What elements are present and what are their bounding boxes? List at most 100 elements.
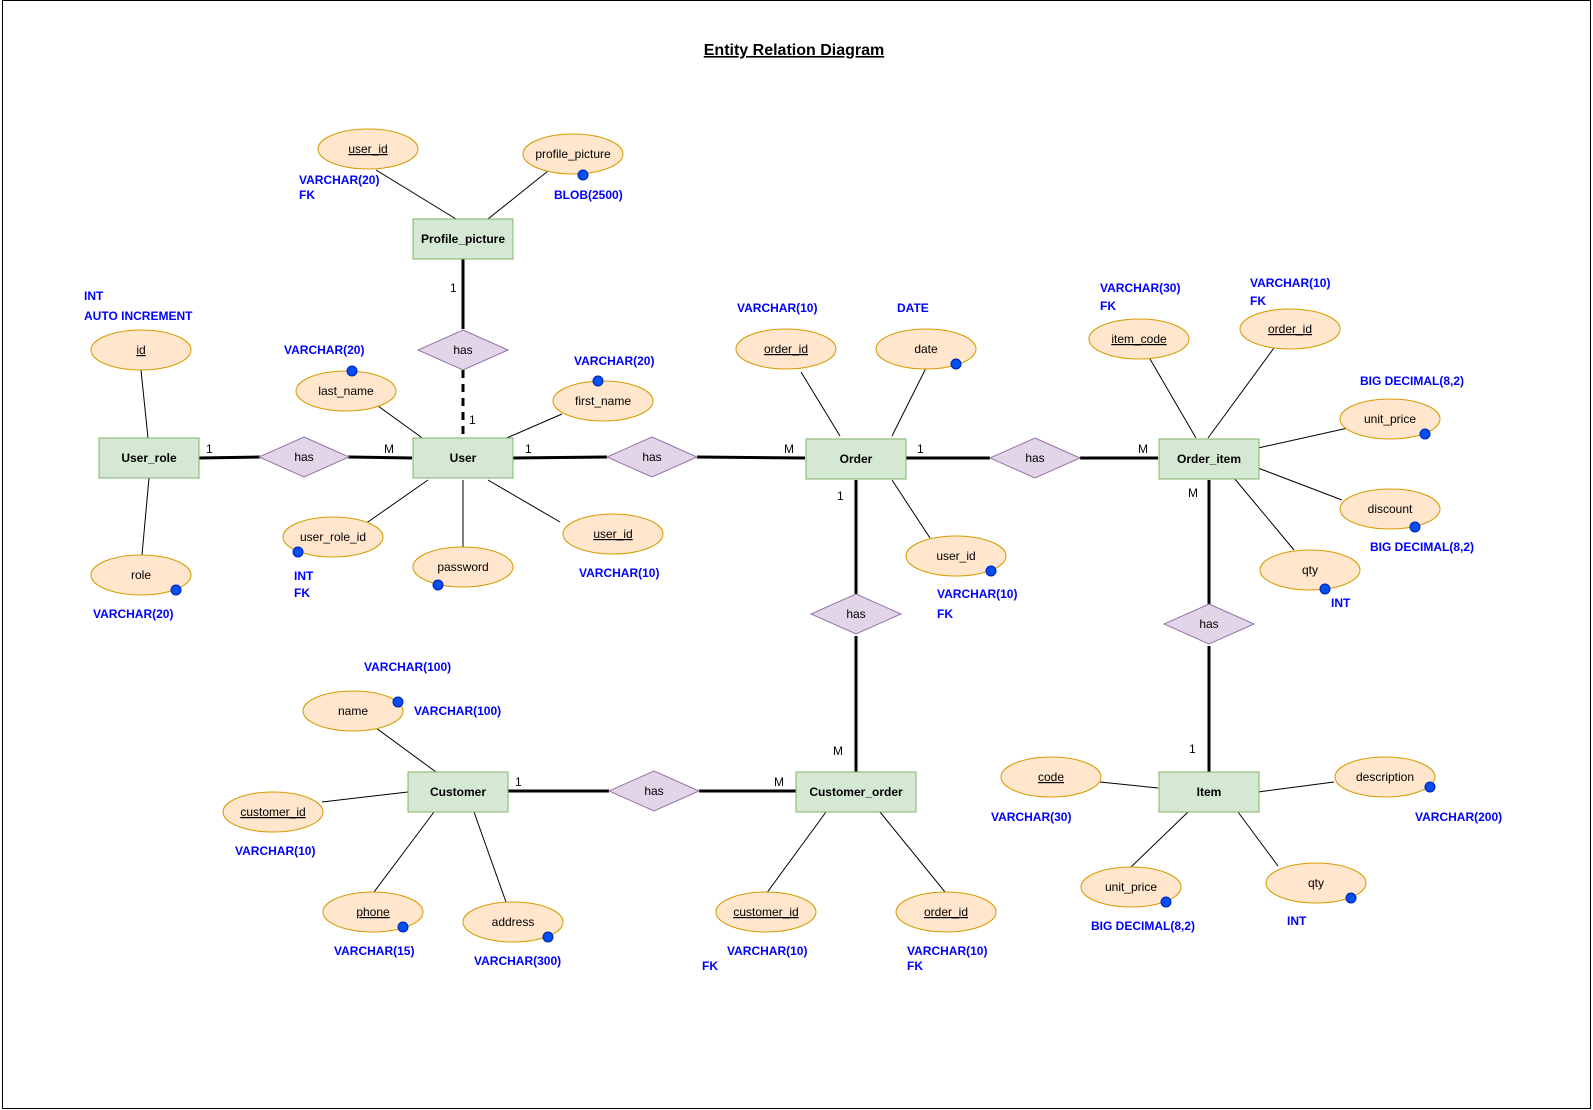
attribute-ellipse — [302, 690, 404, 732]
optional-marker-dot — [1160, 896, 1172, 908]
attribute-label: date — [914, 342, 938, 356]
attribute-ellipse — [1259, 549, 1361, 591]
type-label: FK — [937, 607, 953, 621]
attribute-label: order_id — [764, 342, 808, 356]
attribute-i-description[interactable]: description — [1334, 756, 1436, 798]
attribute-ellipse — [1339, 398, 1441, 440]
line-user-has — [512, 455, 608, 460]
attribute-oi-order-id[interactable]: order_id — [1239, 308, 1341, 350]
type-label: VARCHAR(30) — [991, 810, 1071, 824]
line-pp-user-id — [375, 169, 457, 220]
entity-label: Order — [840, 452, 873, 466]
line-co-order-id — [879, 811, 946, 893]
attribute-label: order_id — [1268, 322, 1312, 336]
attribute-ellipse — [1080, 866, 1182, 908]
attribute-u-user-id[interactable]: user_id — [562, 513, 664, 555]
entity-box — [412, 437, 514, 479]
connector-lines — [140, 169, 1349, 903]
attribute-i-unit-price[interactable]: unit_price — [1080, 866, 1182, 908]
attribute-co-order-id[interactable]: order_id — [895, 891, 997, 933]
attribute-c-phone[interactable]: phone — [322, 891, 424, 933]
attribute-label: qty — [1302, 563, 1318, 577]
relationship-diamond — [1162, 603, 1256, 645]
attribute-o-user-id[interactable]: user_id — [905, 535, 1007, 577]
attribute-label: customer_id — [240, 805, 305, 819]
attribute-co-customer-id[interactable]: customer_id — [715, 891, 817, 933]
line-u-user-role-id — [364, 479, 429, 525]
entity-user-role[interactable]: User_role — [98, 437, 200, 479]
relationship-diamond — [257, 436, 351, 478]
relationship-orderitem-item[interactable]: has — [1162, 603, 1256, 645]
attribute-ellipse — [522, 133, 624, 175]
line-o-date — [891, 367, 927, 437]
attribute-i-code[interactable]: code — [1000, 756, 1102, 798]
optional-marker-dot — [985, 565, 997, 577]
entity-item[interactable]: Item — [1158, 771, 1260, 813]
optional-marker-dot — [1345, 892, 1357, 904]
attribute-ellipse — [1239, 308, 1341, 350]
optional-marker-dot — [1319, 583, 1331, 595]
line-i-code — [1099, 781, 1159, 789]
entity-customer-order[interactable]: Customer_order — [795, 771, 917, 813]
type-label: VARCHAR(10) — [737, 301, 817, 315]
attribute-c-customer-id[interactable]: customer_id — [222, 791, 324, 833]
entity-order[interactable]: Order — [805, 438, 907, 480]
cardinality-label: 1 — [206, 442, 213, 456]
relationship-order-orderitem[interactable]: has — [988, 437, 1082, 479]
attribute-label: first_name — [575, 394, 631, 408]
attribute-u-first-name[interactable]: first_name — [552, 375, 654, 422]
attribute-pp-profile-picture[interactable]: profile_picture — [522, 133, 624, 181]
attribute-u-user-role-id[interactable]: user_role_id — [282, 516, 384, 558]
relationship-user-order[interactable]: has — [605, 436, 699, 478]
attribute-pp-user-id[interactable]: user_id — [317, 128, 419, 170]
entity-profile-picture[interactable]: Profile_picture — [412, 218, 514, 260]
relationship-userrole-user[interactable]: has — [257, 436, 351, 478]
attribute-ur-id[interactable]: id — [90, 329, 192, 371]
relationship-profile-user[interactable]: has — [416, 329, 510, 371]
attribute-label: name — [338, 704, 368, 718]
attribute-ellipse — [317, 128, 419, 170]
attribute-ellipse — [222, 791, 324, 833]
entity-customer[interactable]: Customer — [407, 771, 509, 813]
attribute-label: unit_price — [1105, 880, 1157, 894]
entity-user[interactable]: User — [412, 437, 514, 479]
attribute-oi-discount[interactable]: discount — [1339, 488, 1441, 533]
attribute-i-qty[interactable]: qty — [1265, 862, 1367, 904]
optional-marker-dot — [592, 375, 604, 387]
type-label: FK — [702, 959, 718, 973]
relationship-label: has — [846, 607, 865, 621]
attribute-oi-unit-price[interactable]: unit_price — [1339, 398, 1441, 440]
cardinality-label: 1 — [525, 442, 532, 456]
relationship-customer-customerorder[interactable]: has — [607, 770, 701, 812]
attribute-label: description — [1356, 770, 1414, 784]
cardinality-label: 1 — [1189, 742, 1196, 756]
attribute-o-date[interactable]: date — [875, 328, 977, 370]
attribute-c-name[interactable]: name — [302, 690, 404, 732]
attribute-label: discount — [1368, 502, 1413, 516]
attribute-ellipse — [462, 901, 564, 943]
attribute-u-password[interactable]: password — [412, 546, 514, 591]
attribute-ur-role[interactable]: role — [90, 554, 192, 596]
attribute-ellipse — [412, 546, 514, 588]
relationship-diamond — [988, 437, 1082, 479]
cardinality-label: M — [1138, 442, 1148, 456]
relationship-label: has — [644, 784, 663, 798]
entity-order-item[interactable]: Order_item — [1158, 438, 1260, 480]
attribute-ellipse — [715, 891, 817, 933]
relationship-order-customerorder[interactable]: has — [809, 593, 903, 635]
line-oi-item-code — [1149, 358, 1197, 439]
line-oi-unit-price — [1257, 427, 1349, 449]
type-label: FK — [907, 959, 923, 973]
line-u-user-id — [487, 479, 561, 523]
attribute-oi-qty[interactable]: qty — [1259, 549, 1361, 595]
attribute-label: user_id — [936, 549, 975, 563]
cardinality-label: M — [1188, 486, 1198, 500]
entity-label: Customer — [430, 785, 486, 799]
attribute-c-address[interactable]: address — [462, 901, 564, 943]
attribute-oi-item-code[interactable]: item_code — [1088, 318, 1190, 360]
type-label: FK — [1250, 294, 1266, 308]
line-co-customer-id — [765, 811, 827, 895]
attribute-o-order-id[interactable]: order_id — [735, 328, 837, 370]
attribute-u-last-name[interactable]: last_name — [295, 365, 397, 412]
